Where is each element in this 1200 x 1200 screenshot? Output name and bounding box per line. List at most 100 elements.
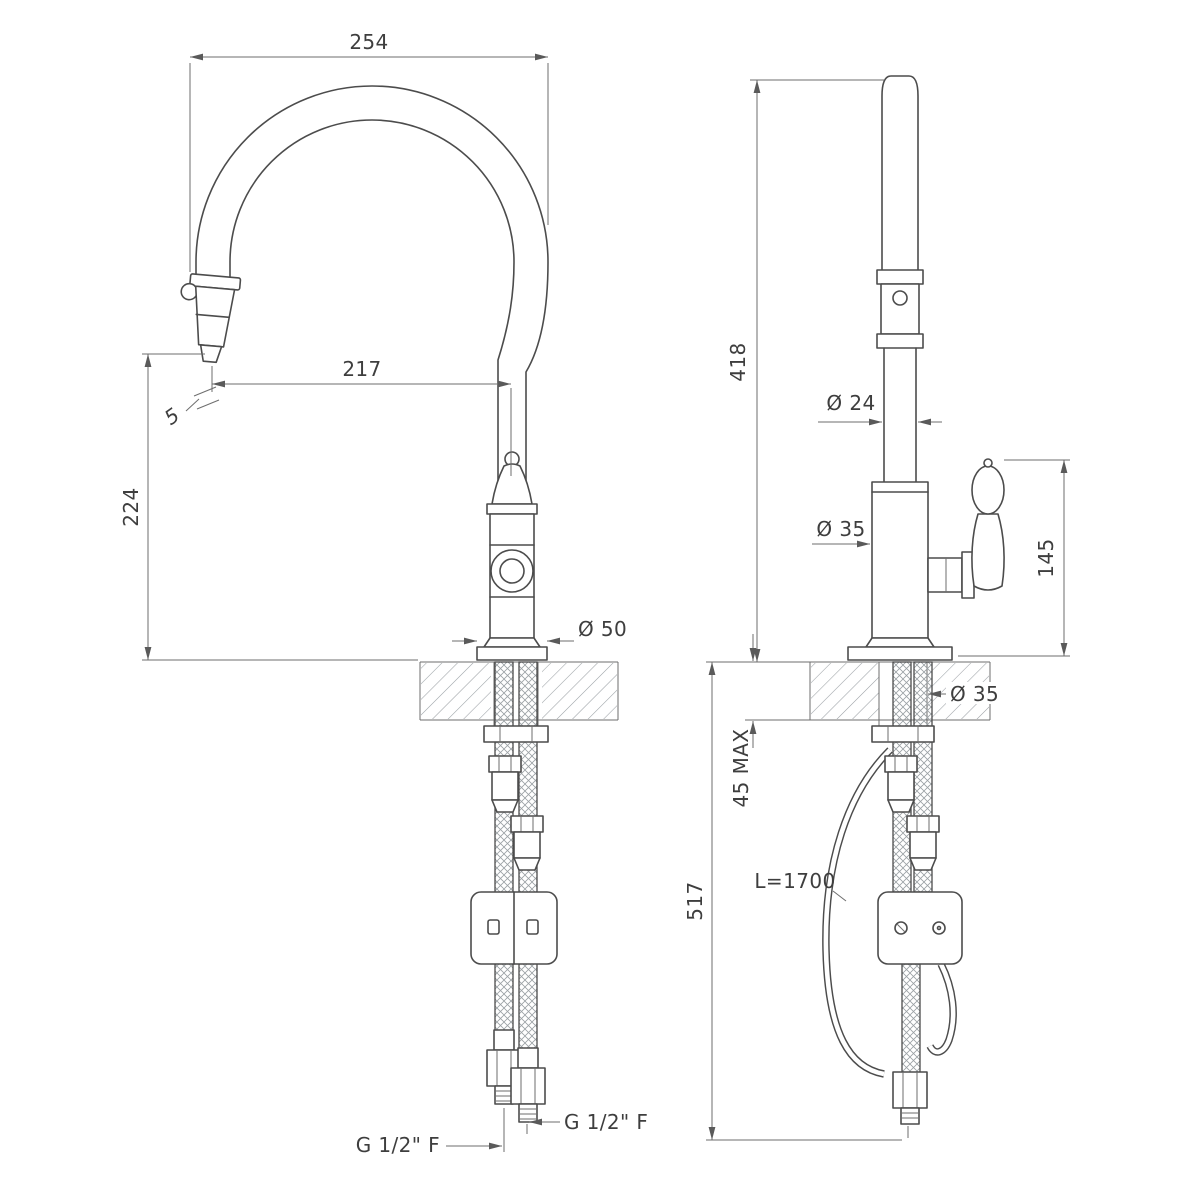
base-plate-side <box>476 646 548 661</box>
fitting-a-taper-front <box>887 799 915 813</box>
spout-gooseneck <box>195 85 549 483</box>
lower-tube <box>883 347 917 483</box>
tail-right-nut-facets <box>520 1068 536 1104</box>
spray-body-seam <box>195 313 230 319</box>
counter-hatch-right <box>542 663 617 719</box>
fitting-a-body-front <box>887 771 915 801</box>
tail-right-collar <box>517 1047 539 1069</box>
joint-band <box>876 333 924 349</box>
front-view: 418 Ø 24 Ø 35 145 45 MAX 517 <box>683 75 1070 1141</box>
dim-base-diameter: Ø 50 <box>452 617 627 645</box>
under-counter-fittings-front <box>871 725 940 871</box>
dim-spout-height: 224 <box>119 353 418 661</box>
dim-spout-diameter: Ø 24 <box>818 391 942 426</box>
weight-block-front <box>877 891 963 965</box>
body-medallion-inner <box>499 558 525 584</box>
tail-nut-front <box>892 1071 928 1109</box>
dim-35-hole-label: Ø 35 <box>950 682 999 706</box>
under-counter-fittings-side <box>483 725 549 871</box>
weight-screw-right-dot <box>936 925 942 931</box>
mounting-nut-facets <box>499 726 533 742</box>
dim-35-body-label: Ø 35 <box>816 517 865 541</box>
l1700-label: L=1700 <box>754 869 835 893</box>
handle-stub <box>927 557 963 593</box>
side-view: 254 217 224 5 Ø 50 G 1/2 <box>119 30 648 1157</box>
tail-nipple-front <box>900 1107 920 1125</box>
fitting-b-body <box>513 831 541 859</box>
mounting-nut-front <box>871 725 935 743</box>
dim-50-label: Ø 50 <box>578 617 627 641</box>
hose-tail-inner <box>927 962 956 1055</box>
dim-145-label: 145 <box>1034 538 1058 577</box>
mounting-nut <box>483 725 549 743</box>
column-front <box>847 75 953 661</box>
fitting-b-body-front <box>909 831 937 859</box>
fitting-b-hex <box>510 815 544 833</box>
hose-left <box>494 661 514 1053</box>
fitting-a-facets-front <box>894 756 908 772</box>
g12-left-label: G 1/2" F <box>356 1133 440 1157</box>
l1700-leader <box>832 890 847 902</box>
dim-top-width: 254 <box>189 30 549 272</box>
lever-bell-side <box>491 463 533 505</box>
dim-35-hole-bg <box>946 682 1000 704</box>
fitting-a-facets <box>498 756 512 772</box>
counter-hatch-left-front <box>811 663 879 719</box>
dim-tip-offset: 5 <box>160 386 220 430</box>
dim-inlet-right: G 1/2" F <box>526 1110 648 1134</box>
spout-outer-profile <box>195 85 549 483</box>
faucet-body-side <box>476 451 548 661</box>
weight-slot-right <box>526 919 539 935</box>
dim-under-counter-length: 517 <box>683 662 909 1141</box>
tail-left-collar <box>493 1029 515 1051</box>
hose-ends-side <box>486 1029 546 1123</box>
tube-collar <box>876 269 924 285</box>
dim-224-label: 224 <box>119 487 143 526</box>
hose-weight-side <box>470 891 558 965</box>
dim-254-label: 254 <box>349 30 388 54</box>
counter-hatch-left <box>421 663 491 719</box>
pullout-hose-loop <box>822 747 957 1078</box>
g12-right-label: G 1/2" F <box>564 1110 648 1134</box>
dim-hole-diameter: Ø 35 <box>928 682 1000 706</box>
countertop-side <box>419 661 619 726</box>
handle-front <box>927 458 1005 599</box>
dim-body-diameter: Ø 35 <box>812 517 870 548</box>
dim-hose-length: L=1700 <box>754 869 847 902</box>
dim-5-label: 5 <box>160 403 185 430</box>
weight-slot-left <box>487 919 500 935</box>
spout-inner-profile <box>229 119 515 483</box>
fitting-a-hex <box>488 755 522 773</box>
hose-weight-front <box>877 891 963 965</box>
dim-5-tick-b <box>196 399 220 410</box>
joint-screw <box>892 290 908 306</box>
base-flare-front <box>865 637 935 648</box>
pullout-spray-head <box>180 273 242 364</box>
mounting-nut-facets-front <box>887 726 919 742</box>
fitting-b-facets <box>520 816 534 832</box>
dim-45-label: 45 MAX <box>729 729 753 808</box>
hose-end-front <box>892 1071 928 1125</box>
dim-217-label: 217 <box>342 357 381 381</box>
body-collar-side <box>486 503 538 515</box>
fitting-a-hex-front <box>884 755 918 773</box>
fitting-b-taper <box>513 857 541 871</box>
dim-spout-reach: 217 <box>211 357 512 476</box>
dim-deck-thickness: 45 MAX <box>729 634 812 807</box>
fitting-b-hex-front <box>906 815 940 833</box>
dim-inlet-left: G 1/2" F <box>356 1108 505 1157</box>
dim-418-label: 418 <box>726 342 750 381</box>
tail-nut-facets-front <box>902 1072 918 1108</box>
handle-finial <box>983 458 993 468</box>
body-cylinder-front <box>871 481 929 639</box>
dim-handle-height: 145 <box>958 459 1070 657</box>
hose-below-weight <box>901 963 921 1075</box>
dim-24-label: Ø 24 <box>826 391 875 415</box>
tail-threads-front <box>901 1112 919 1119</box>
handle-bulb <box>971 465 1005 515</box>
fitting-b-taper-front <box>909 857 937 871</box>
tail-left-threads <box>495 1090 513 1102</box>
shank-walls <box>493 662 539 726</box>
